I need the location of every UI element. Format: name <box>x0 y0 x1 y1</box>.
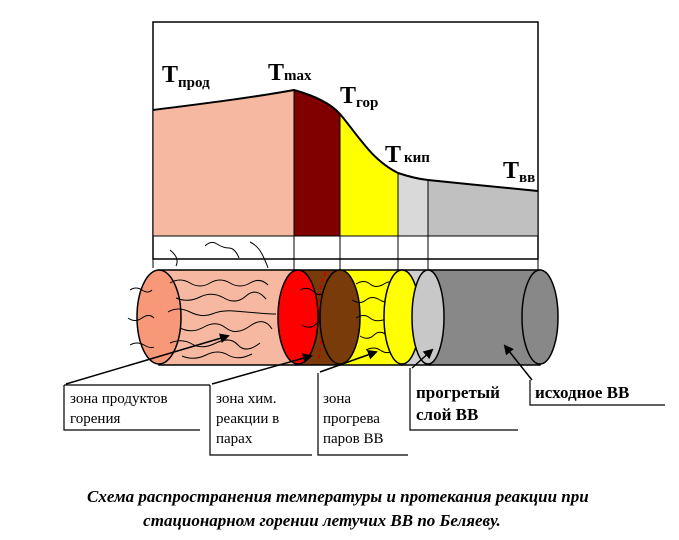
zone-heated-layer-fill <box>397 172 429 237</box>
reaction-front-ellipse <box>277 269 319 365</box>
label-initial-explosive: исходное ВВ <box>535 383 629 402</box>
label-t-prod: Tпрод <box>162 62 210 91</box>
arrow-heated <box>411 348 434 369</box>
flame-lines <box>127 241 277 359</box>
arrow-initial <box>503 344 533 381</box>
cylinder-left-end <box>136 269 182 365</box>
zone-dividers <box>152 236 539 270</box>
label-t-vv: Tвв <box>503 158 535 186</box>
zone-reaction-fill <box>293 89 341 237</box>
arrow-products <box>65 333 230 385</box>
initial-front-ellipse <box>411 269 445 365</box>
temperature-curve <box>152 88 539 192</box>
pointer-arrows <box>65 333 533 385</box>
label-products-zone: зона продуктов горения <box>70 391 171 427</box>
label-heated-layer: прогретый слой ВВ <box>416 383 504 424</box>
zone-products-fill <box>152 89 295 237</box>
zone-vapor-heating-fill <box>339 112 399 237</box>
vapor-heating-ellipse <box>319 269 361 365</box>
arrow-reaction <box>211 353 313 385</box>
label-t-max: Tmax <box>268 60 312 86</box>
label-vapor-heating-zone: зона прогрева паров ВВ <box>323 391 384 447</box>
cylinder-right-end <box>521 269 559 365</box>
label-reaction-zone: зона хим. реакции в парах <box>216 391 283 447</box>
caption: Схема распространения температуры и прот… <box>87 487 593 530</box>
label-frames <box>63 368 665 456</box>
label-t-gor: Tгор <box>340 83 378 111</box>
arrow-vapor <box>319 349 378 373</box>
